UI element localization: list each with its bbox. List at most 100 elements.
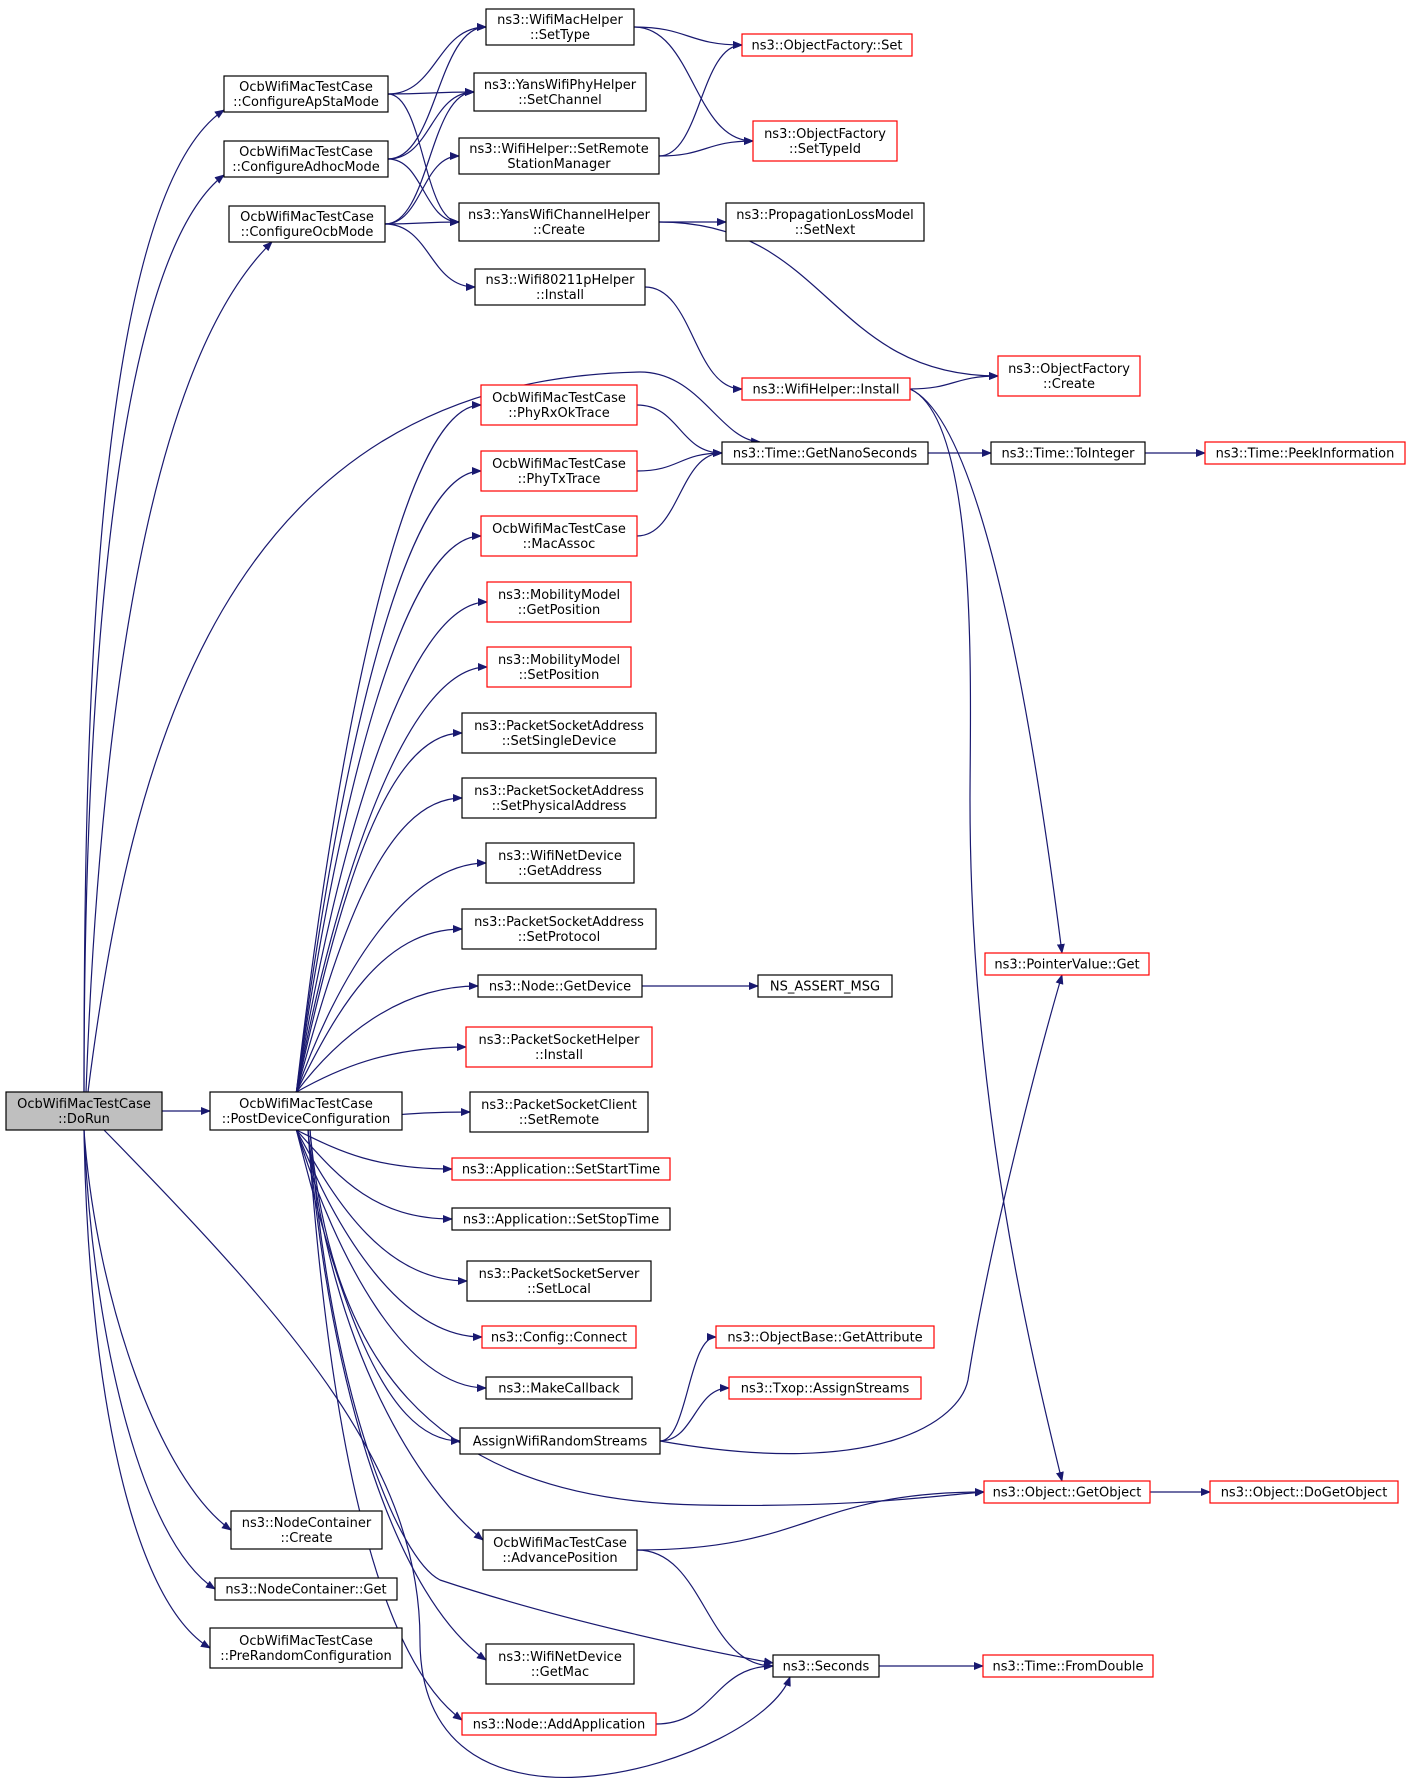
node-box-setremote_sm[interactable] [458, 137, 660, 175]
node-w80211p[interactable]: ns3::Wifi80211pHelper::Install [474, 268, 646, 306]
node-getnano[interactable]: ns3::Time::GetNanoSeconds [721, 441, 929, 465]
node-dorun[interactable]: OcbWifiMacTestCase::DoRun [5, 1091, 163, 1131]
node-settype[interactable]: ns3::WifiMacHelper::SetType [485, 8, 635, 46]
node-setpos[interactable]: ns3::MobilityModel::SetPosition [486, 646, 632, 688]
node-box-txopassign[interactable] [728, 1376, 922, 1400]
node-box-ocbmode[interactable] [228, 205, 386, 243]
node-box-postdev[interactable] [209, 1091, 403, 1131]
node-box-ofset[interactable] [741, 33, 913, 57]
node-box-objgetobj[interactable] [983, 1480, 1151, 1504]
node-box-setphys[interactable] [461, 777, 657, 819]
node-box-seconds[interactable] [772, 1654, 880, 1678]
node-setsingle[interactable]: ns3::PacketSocketAddress::SetSingleDevic… [461, 712, 657, 754]
node-box-getnano[interactable] [721, 441, 929, 465]
node-box-phytx[interactable] [480, 450, 638, 492]
node-pshinstall[interactable]: ns3::PacketSocketHelper::Install [465, 1026, 653, 1068]
node-phytx[interactable]: OcbWifiMacTestCase::PhyTxTrace [480, 450, 638, 492]
node-box-nodegetdev[interactable] [477, 974, 643, 998]
node-fromdouble[interactable]: ns3::Time::FromDouble [982, 1654, 1154, 1678]
node-postdev[interactable]: OcbWifiMacTestCase::PostDeviceConfigurat… [209, 1091, 403, 1131]
node-box-settype[interactable] [485, 8, 635, 46]
node-apsta[interactable]: OcbWifiMacTestCase::ConfigureApStaMode [223, 75, 389, 113]
node-box-pshinstall[interactable] [465, 1026, 653, 1068]
node-peekinfo[interactable]: ns3::Time::PeekInformation [1204, 441, 1406, 465]
node-box-wndgetmac[interactable] [485, 1643, 635, 1685]
node-box-tointeger[interactable] [990, 441, 1146, 465]
node-objgetobj[interactable]: ns3::Object::GetObject [983, 1480, 1151, 1504]
node-box-assignrs[interactable] [459, 1427, 661, 1455]
node-txopassign[interactable]: ns3::Txop::AssignStreams [728, 1376, 922, 1400]
node-box-apsta[interactable] [223, 75, 389, 113]
node-box-cfgconnect[interactable] [481, 1325, 637, 1349]
node-box-ofsettypeid[interactable] [752, 120, 898, 162]
node-box-prerandom[interactable] [209, 1627, 403, 1669]
node-appstart[interactable]: ns3::Application::SetStartTime [451, 1157, 671, 1181]
node-plmsetnext[interactable]: ns3::PropagationLossModel::SetNext [725, 202, 925, 242]
node-cfgconnect[interactable]: ns3::Config::Connect [481, 1325, 637, 1349]
node-box-ofcreate[interactable] [997, 355, 1141, 397]
node-getpos[interactable]: ns3::MobilityModel::GetPosition [486, 581, 632, 623]
node-addapp[interactable]: ns3::Node::AddApplication [461, 1712, 657, 1736]
node-appstop[interactable]: ns3::Application::SetStopTime [451, 1207, 671, 1231]
node-box-wndgetaddr[interactable] [485, 842, 635, 884]
node-box-fromdouble[interactable] [982, 1654, 1154, 1678]
node-wndgetmac[interactable]: ns3::WifiNetDevice::GetMac [485, 1643, 635, 1685]
node-ofcreate[interactable]: ns3::ObjectFactory::Create [997, 355, 1141, 397]
node-assignrs[interactable]: AssignWifiRandomStreams [459, 1427, 661, 1455]
node-wndgetaddr[interactable]: ns3::WifiNetDevice::GetAddress [485, 842, 635, 884]
node-prerandom[interactable]: OcbWifiMacTestCase::PreRandomConfigurati… [209, 1627, 403, 1669]
node-macassoc[interactable]: OcbWifiMacTestCase::MacAssoc [480, 515, 638, 557]
node-obgetattr[interactable]: ns3::ObjectBase::GetAttribute [715, 1325, 935, 1349]
node-tointeger[interactable]: ns3::Time::ToInteger [990, 441, 1146, 465]
node-box-makecb[interactable] [485, 1376, 633, 1400]
node-whinstall[interactable]: ns3::WifiHelper::Install [741, 377, 911, 401]
node-box-setchannel[interactable] [473, 72, 647, 112]
node-box-addapp[interactable] [461, 1712, 657, 1736]
node-box-adhoc[interactable] [223, 140, 389, 178]
node-assertmsg[interactable]: NS_ASSERT_MSG [757, 974, 893, 998]
node-box-phyrx[interactable] [480, 384, 638, 426]
node-setphys[interactable]: ns3::PacketSocketAddress::SetPhysicalAdd… [461, 777, 657, 819]
node-phyrx[interactable]: OcbWifiMacTestCase::PhyRxOkTrace [480, 384, 638, 426]
node-box-whinstall[interactable] [741, 377, 911, 401]
node-box-w80211p[interactable] [474, 268, 646, 306]
node-objdoget[interactable]: ns3::Object::DoGetObject [1209, 1480, 1399, 1504]
node-box-psssetlocal[interactable] [466, 1260, 652, 1302]
node-nget[interactable]: ns3::NodeContainer::Get [214, 1577, 398, 1601]
node-box-objdoget[interactable] [1209, 1480, 1399, 1504]
node-seconds[interactable]: ns3::Seconds [772, 1654, 880, 1678]
node-nodegetdev[interactable]: ns3::Node::GetDevice [477, 974, 643, 998]
node-setchannel[interactable]: ns3::YansWifiPhyHelper::SetChannel [473, 72, 647, 112]
node-adhoc[interactable]: OcbWifiMacTestCase::ConfigureAdhocMode [223, 140, 389, 178]
node-box-plmsetnext[interactable] [725, 202, 925, 242]
node-box-nget[interactable] [214, 1577, 398, 1601]
node-box-obgetattr[interactable] [715, 1325, 935, 1349]
node-ofsettypeid[interactable]: ns3::ObjectFactory::SetTypeId [752, 120, 898, 162]
node-box-macassoc[interactable] [480, 515, 638, 557]
node-ofset[interactable]: ns3::ObjectFactory::Set [741, 33, 913, 57]
node-box-advpos[interactable] [482, 1529, 638, 1571]
node-box-getpos[interactable] [486, 581, 632, 623]
node-box-assertmsg[interactable] [757, 974, 893, 998]
node-ncreate[interactable]: ns3::NodeContainer::Create [230, 1510, 383, 1550]
node-box-appstop[interactable] [451, 1207, 671, 1231]
node-box-ncreate[interactable] [230, 1510, 383, 1550]
node-pscsetremote[interactable]: ns3::PacketSocketClient::SetRemote [469, 1091, 649, 1133]
node-box-peekinfo[interactable] [1204, 441, 1406, 465]
node-box-pvget[interactable] [984, 952, 1150, 976]
node-box-setsingle[interactable] [461, 712, 657, 754]
node-box-dorun[interactable] [5, 1091, 163, 1131]
node-advpos[interactable]: OcbWifiMacTestCase::AdvancePosition [482, 1529, 638, 1571]
node-box-setpos[interactable] [486, 646, 632, 688]
node-makecb[interactable]: ns3::MakeCallback [485, 1376, 633, 1400]
node-box-appstart[interactable] [451, 1157, 671, 1181]
node-box-setproto[interactable] [461, 908, 657, 950]
node-box-pscsetremote[interactable] [469, 1091, 649, 1133]
node-setproto[interactable]: ns3::PacketSocketAddress::SetProtocol [461, 908, 657, 950]
node-box-chcreate[interactable] [458, 202, 660, 242]
node-chcreate[interactable]: ns3::YansWifiChannelHelper::Create [458, 202, 660, 242]
node-pvget[interactable]: ns3::PointerValue::Get [984, 952, 1150, 976]
node-ocbmode[interactable]: OcbWifiMacTestCase::ConfigureOcbMode [228, 205, 386, 243]
node-psssetlocal[interactable]: ns3::PacketSocketServer::SetLocal [466, 1260, 652, 1302]
